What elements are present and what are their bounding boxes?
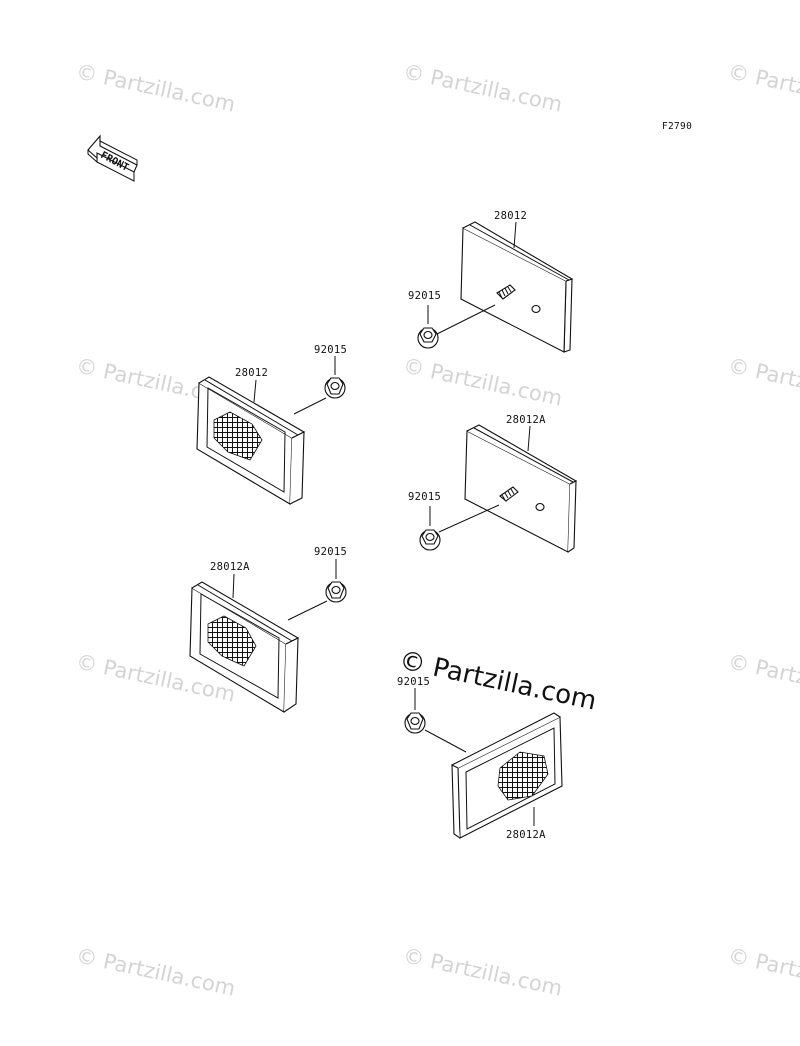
part-label-28012a: 28012A (210, 561, 250, 573)
watermark: © Partzilla.com (726, 59, 800, 116)
reflector-28012a-right (464, 424, 578, 553)
reflector-28012-top (460, 221, 574, 353)
watermark-prominent: © Partzilla.com (397, 646, 599, 717)
front-arrow-icon: FRONT (87, 134, 138, 182)
watermark: © Partzilla.com (401, 353, 565, 410)
part-label-92015: 92015 (314, 546, 347, 558)
part-label-28012: 28012 (494, 210, 527, 222)
watermark: © Partzilla.com (726, 353, 800, 410)
leader-line (232, 573, 235, 599)
watermark: © Partzilla.com (401, 59, 565, 116)
leader-line (287, 600, 328, 621)
part-label-28012a: 28012A (506, 414, 546, 426)
flange-nut-92015-top (417, 327, 439, 349)
leader-line (438, 504, 500, 533)
watermark: © Partzilla.com (74, 59, 238, 116)
part-label-92015: 92015 (397, 676, 430, 688)
leader-line (527, 425, 531, 452)
watermark: © Partzilla.com (401, 943, 565, 1000)
flange-nut-92015-left-upper (324, 377, 346, 399)
watermark: © Partzilla.com (74, 943, 238, 1000)
watermark-layer: © Partzilla.com © Partzilla.com © Partzi… (74, 59, 800, 1000)
reflector-28012a-bottom (450, 712, 563, 839)
part-label-92015: 92015 (314, 344, 347, 356)
flange-nut-92015-left-lower (325, 581, 347, 603)
part-label-28012: 28012 (235, 367, 268, 379)
watermark: © Partzilla.com (726, 943, 800, 1000)
reflector-28012-left (196, 376, 306, 505)
flange-nut-92015-bottom (404, 712, 426, 734)
figure-code: F2790 (662, 121, 692, 132)
watermark: © Partzilla.com (726, 649, 800, 706)
leader-line (436, 304, 496, 335)
leader-line (293, 397, 327, 415)
leader-line (513, 221, 517, 249)
reflector-28012a-left (189, 581, 300, 713)
leader-line (253, 379, 257, 403)
part-label-28012a: 28012A (506, 829, 546, 841)
part-label-92015: 92015 (408, 491, 441, 503)
part-label-92015: 92015 (408, 290, 441, 302)
leader-line (424, 729, 467, 753)
flange-nut-92015-mid-right (419, 529, 441, 551)
